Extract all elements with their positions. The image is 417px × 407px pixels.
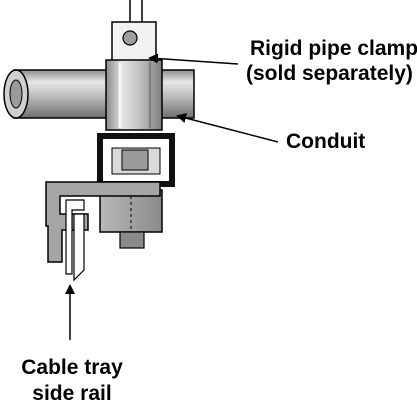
clamp-label-line2: (sold separately) — [246, 62, 413, 85]
callout-arrows — [65, 53, 279, 340]
clamp-label-line1: Rigid pipe clamp — [250, 37, 417, 60]
rail-label-line2: side rail — [32, 382, 111, 405]
conduit-label: Conduit — [286, 130, 365, 153]
clamp-block — [99, 189, 163, 249]
rail-label-line1: Cable tray — [21, 356, 123, 379]
strut-channel — [97, 133, 175, 187]
cable-tray-side-rail — [45, 181, 161, 282]
conduit-arrow — [176, 113, 279, 143]
conduit-pipe — [3, 69, 195, 119]
rigid-pipe-clamp — [105, 21, 163, 131]
clamp-arrow — [148, 53, 239, 65]
